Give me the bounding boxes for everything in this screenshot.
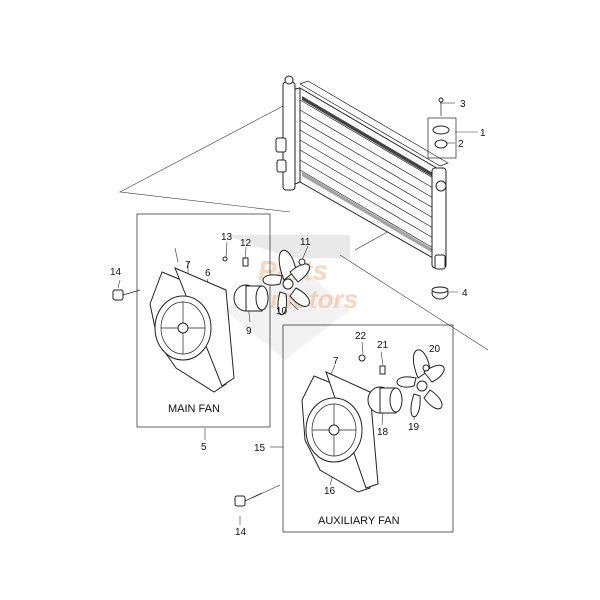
callout-20: 20 bbox=[429, 344, 441, 355]
callout-1: 1 bbox=[480, 128, 486, 139]
callout-14-upper: 14 bbox=[110, 267, 122, 278]
callout-12: 12 bbox=[240, 238, 252, 249]
callout-16: 16 bbox=[324, 486, 336, 497]
callout-9: 9 bbox=[246, 326, 252, 337]
callout-6: 6 bbox=[205, 268, 211, 279]
callout-15: 15 bbox=[254, 443, 266, 454]
upper-mount-parts bbox=[427, 97, 457, 159]
callout-7-main: 7 bbox=[185, 260, 191, 271]
auxiliary-fan-group: AUXILIARY FAN bbox=[234, 324, 454, 533]
main-fan-blade bbox=[262, 249, 310, 316]
callout-4: 4 bbox=[462, 288, 468, 299]
auxiliary-fan-blade bbox=[396, 349, 445, 418]
auxiliary-fan-title: AUXILIARY FAN bbox=[318, 515, 400, 527]
callout-2: 2 bbox=[458, 139, 464, 150]
callout-14-lower: 14 bbox=[235, 527, 247, 538]
callout-5: 5 bbox=[201, 442, 207, 453]
callout-22: 22 bbox=[355, 331, 367, 342]
callout-11: 11 bbox=[300, 237, 311, 248]
callout-19: 19 bbox=[408, 422, 420, 433]
main-fan-group: MAIN FAN bbox=[112, 213, 310, 428]
callout-10: 10 bbox=[276, 306, 288, 317]
callout-13: 13 bbox=[221, 232, 233, 243]
lower-mount-bushing bbox=[431, 286, 449, 300]
main-fan-box bbox=[136, 213, 271, 428]
callout-7-aux: 7 bbox=[333, 356, 339, 367]
callout-3: 3 bbox=[460, 99, 466, 110]
radiator bbox=[275, 75, 449, 270]
main-fan-title: MAIN FAN bbox=[168, 403, 220, 415]
auxiliary-fan-box bbox=[282, 324, 454, 533]
callout-21: 21 bbox=[377, 340, 389, 351]
callout-18: 18 bbox=[377, 427, 389, 438]
callout-labels: 1 2 3 4 5 6 7 7 9 10 11 12 13 14 14 15 1… bbox=[110, 99, 486, 538]
